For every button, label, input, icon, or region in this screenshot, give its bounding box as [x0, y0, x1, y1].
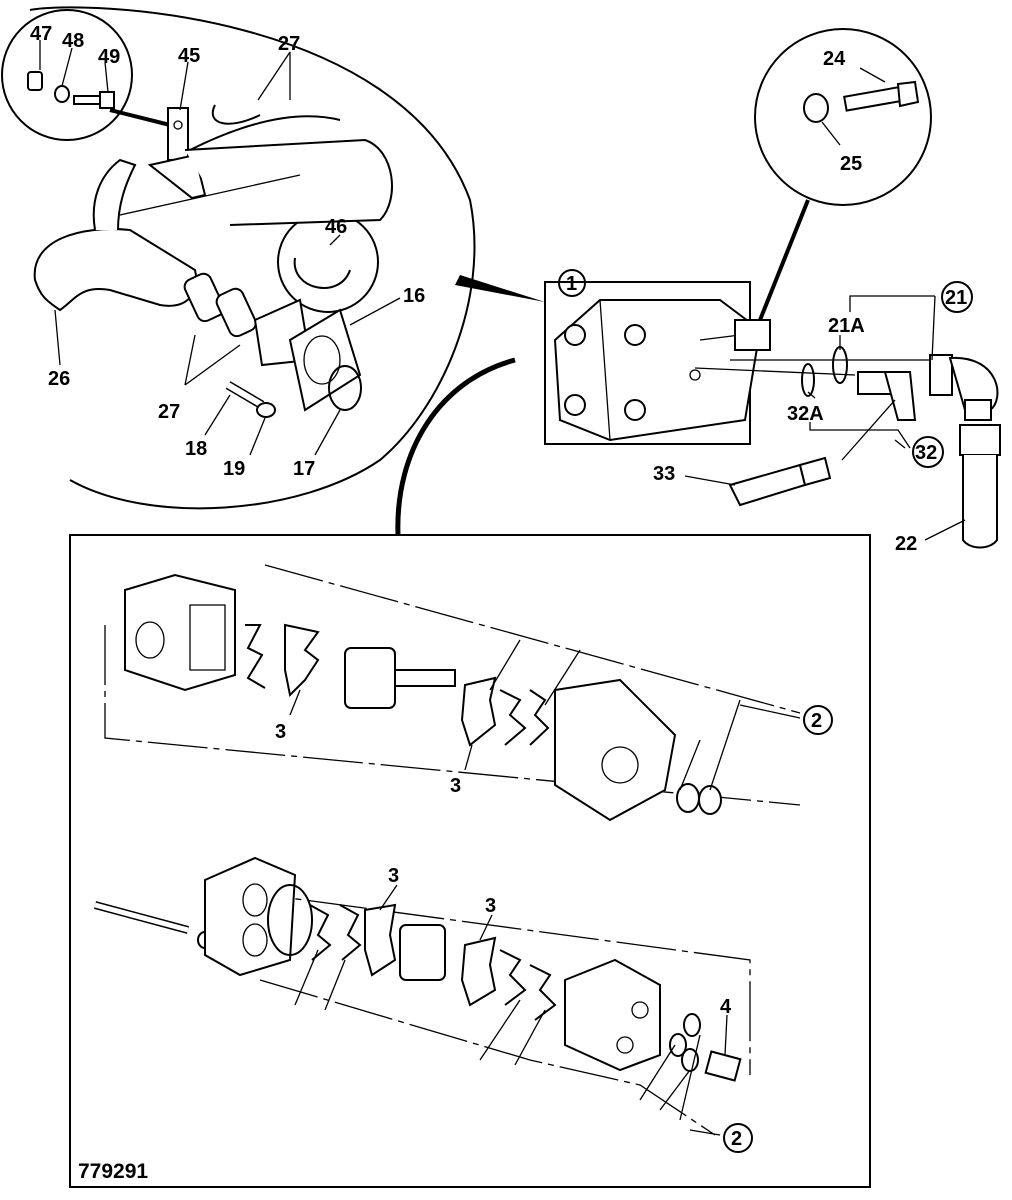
- label-21-circle: [941, 281, 973, 313]
- label-24: 24: [823, 48, 846, 70]
- bracket-part: [147, 107, 207, 200]
- label-25: 25: [840, 153, 862, 175]
- label-3-lower-left: 3: [388, 865, 399, 887]
- label-2-upper: 2: [811, 710, 822, 732]
- exploded-view-box: [69, 534, 871, 1188]
- bracket-21-leg: [931, 295, 936, 361]
- fittings-assembly: [694, 346, 999, 461]
- bracket-32: [809, 422, 911, 449]
- hose-33: [728, 456, 832, 507]
- upper-pump-exploded: [104, 564, 801, 822]
- label-17: 17: [293, 458, 315, 480]
- label-32: 32: [915, 442, 937, 464]
- label-19: 19: [223, 458, 245, 480]
- bolt-detail-circle: [1, 9, 133, 141]
- pump-body: [553, 299, 771, 442]
- label-33: 33: [653, 463, 675, 485]
- bolt-detail-parts: [27, 71, 115, 109]
- pump-section-pointer: [395, 357, 516, 536]
- label-47: 47: [30, 23, 52, 45]
- label-3-upper-left: 3: [275, 721, 286, 743]
- label-18: 18: [185, 438, 207, 460]
- label-2-lower: 2: [731, 1128, 742, 1150]
- label-3-lower-right: 3: [485, 895, 496, 917]
- label-45: 45: [178, 45, 200, 67]
- label-21A: 21A: [828, 315, 865, 337]
- label-48: 48: [62, 30, 84, 52]
- label-4: 4: [720, 996, 732, 1018]
- label-46: 46: [325, 216, 347, 238]
- label-22: 22: [895, 533, 917, 555]
- leader-lines: [39, 40, 966, 1136]
- lower-pump-exploded: [93, 856, 751, 1136]
- label-3-upper-right: 3: [450, 775, 461, 797]
- hose-22: [959, 424, 1001, 549]
- o-ring-part: [328, 365, 362, 411]
- label-1: 1: [566, 273, 577, 295]
- label-21: 21: [945, 287, 967, 309]
- bolt-detail-pointer: [109, 108, 171, 127]
- hose-detail-circle: [29, 6, 476, 510]
- label-1-circle: [558, 269, 586, 297]
- hose-assembly: [33, 115, 393, 367]
- label-2a-circle: [803, 705, 833, 735]
- screw-24-part: [843, 80, 920, 112]
- label-26: 26: [48, 368, 70, 390]
- label-27-top: 27: [278, 33, 300, 55]
- label-32-circle: [912, 436, 944, 468]
- screw-detail-pointer: [758, 199, 810, 321]
- screw-detail-circle: [754, 28, 932, 206]
- clip-27-part: [211, 104, 261, 125]
- screw-washer-part: [225, 381, 276, 418]
- label-2b-circle: [723, 1123, 753, 1153]
- hose-detail-pointer: [455, 275, 545, 302]
- clip-part: [293, 257, 351, 289]
- label-16: 16: [403, 285, 425, 307]
- label-32A: 32A: [787, 403, 824, 425]
- label-27-bottom: 27: [158, 401, 180, 423]
- bracket-21: [849, 295, 935, 312]
- label-49: 49: [98, 46, 120, 68]
- washer-25-part: [803, 93, 829, 123]
- flange-part: [288, 308, 362, 412]
- drawing-number: 779291: [78, 1160, 148, 1183]
